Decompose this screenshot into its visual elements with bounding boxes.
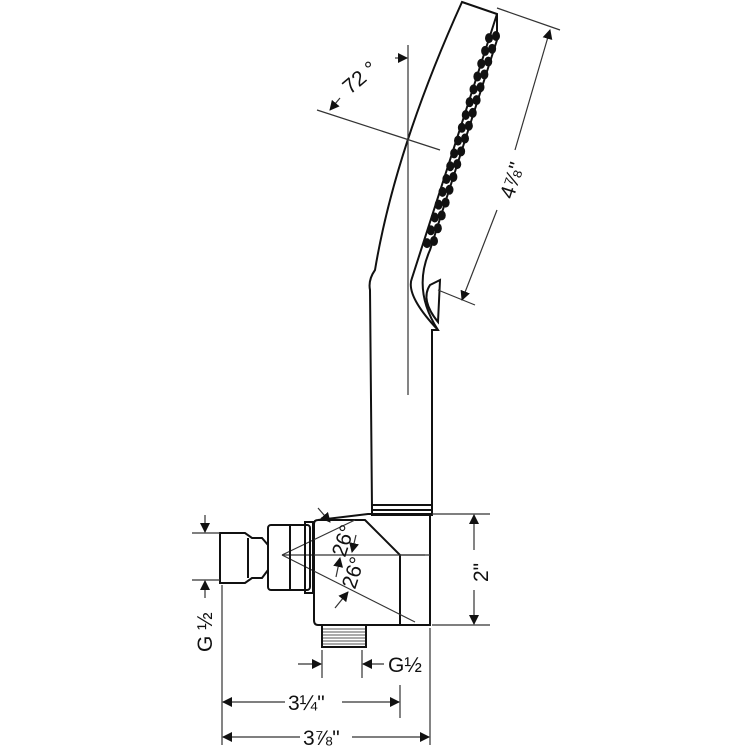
spray-nozzle: [430, 236, 438, 246]
spray-nozzle: [461, 109, 470, 120]
spray-nozzle: [485, 33, 493, 44]
spray-nozzle: [446, 161, 455, 172]
thread-lines: [323, 628, 365, 645]
angle-26-lower-label: 26°: [338, 554, 370, 591]
width-inner-label: 3¼": [288, 692, 325, 715]
angle-26-upper-label: 26°: [328, 522, 360, 559]
spray-nozzle: [473, 71, 482, 82]
spray-nozzle: [476, 82, 485, 93]
spray-nozzle: [461, 133, 469, 144]
spray-nozzle: [481, 45, 490, 56]
spray-nozzle: [465, 97, 474, 108]
spray-nozzle: [450, 148, 459, 159]
spray-nozzle: [441, 197, 450, 208]
spray-nozzle: [454, 135, 462, 146]
spray-nozzle: [469, 84, 478, 95]
spray-nozzle: [457, 122, 466, 133]
spray-nozzle: [438, 186, 447, 197]
spray-nozzle: [480, 69, 489, 80]
outlet-thread-label: G½: [388, 654, 422, 677]
spray-nozzle: [433, 223, 442, 234]
wall-holder: [219, 513, 431, 648]
hand-shower: [368, 0, 500, 516]
spray-nozzle: [492, 31, 500, 41]
inlet-thread-label: G ½: [194, 612, 217, 652]
head-length-label: 4⅞": [496, 160, 529, 202]
height-2-label: 2": [470, 563, 493, 582]
spray-nozzle: [434, 199, 443, 210]
spray-nozzle: [449, 171, 458, 182]
spray-nozzle: [442, 174, 451, 185]
width-overall-label: 3⅞": [303, 727, 340, 750]
angle-72-label: 72 °: [338, 57, 382, 99]
spray-nozzle: [484, 56, 493, 67]
spray-nozzle: [423, 238, 431, 249]
spray-nozzle: [472, 95, 481, 106]
spray-nozzle: [437, 210, 446, 221]
spray-nozzle: [453, 159, 462, 170]
spray-nozzle: [488, 43, 497, 54]
spray-nozzle: [445, 184, 454, 195]
angle-reference-line: [316, 109, 441, 151]
spray-nozzle: [426, 225, 435, 236]
spray-nozzle: [468, 107, 477, 118]
spray-nozzles: [423, 31, 500, 249]
spray-nozzle: [457, 146, 466, 157]
spray-nozzle: [464, 120, 473, 131]
spray-nozzle: [430, 212, 439, 223]
spray-nozzle: [477, 58, 486, 69]
